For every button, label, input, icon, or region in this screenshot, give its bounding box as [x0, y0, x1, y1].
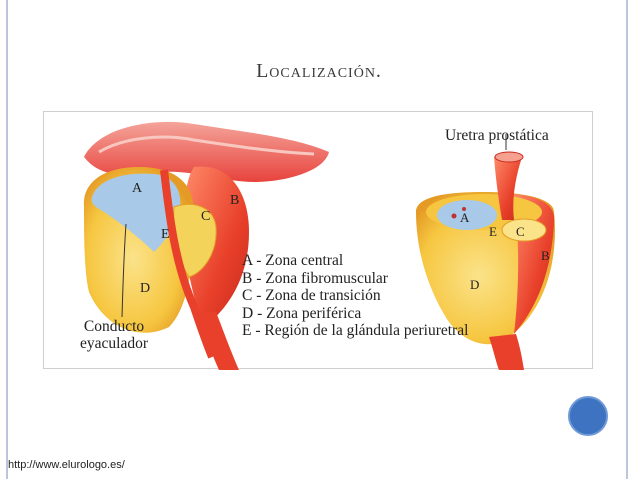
decorative-circle: [568, 396, 608, 436]
legend-item-d: D - Zona periférica: [242, 304, 362, 322]
zone-legend: A - Zona central B - Zona fibromuscular …: [242, 252, 468, 340]
right-label-b: B: [541, 248, 550, 263]
right-label-d: D: [470, 277, 479, 292]
conducto-line-2: eyaculador: [80, 335, 148, 352]
conducto-eyaculador-label: Conducto eyaculador: [80, 318, 148, 352]
prostate-illustration: A B C D E A B C D E: [83, 121, 555, 370]
left-label-a: A: [132, 181, 143, 196]
right-label-c: C: [516, 224, 525, 239]
legend-item-c: C - Zona de transición: [242, 287, 381, 304]
slide-title: Localización.: [256, 60, 382, 82]
right-label-e: E: [489, 224, 497, 239]
source-url[interactable]: http://www.elurologo.es/: [8, 459, 125, 471]
prostate-zones-figure: A B C D E A B C D E Uretra p: [43, 111, 593, 370]
slide-frame: [6, 0, 628, 479]
legend-item-e: E - Región de la glándula periuretral: [242, 322, 469, 339]
conducto-line-1: Conducto: [83, 318, 145, 335]
legend-item-b: B - Zona fibromuscular: [242, 269, 388, 287]
right-prostate: A B C D E: [416, 134, 555, 370]
left-label-e: E: [161, 227, 170, 242]
legend-item-a: A - Zona central: [242, 252, 344, 269]
uretra-prostatica-label: Uretra prostática: [445, 127, 549, 144]
left-label-d: D: [140, 281, 150, 296]
left-label-c: C: [201, 209, 210, 224]
right-label-a: A: [460, 210, 470, 225]
left-prostate: A B C D E: [83, 121, 329, 370]
left-label-b: B: [230, 193, 239, 208]
